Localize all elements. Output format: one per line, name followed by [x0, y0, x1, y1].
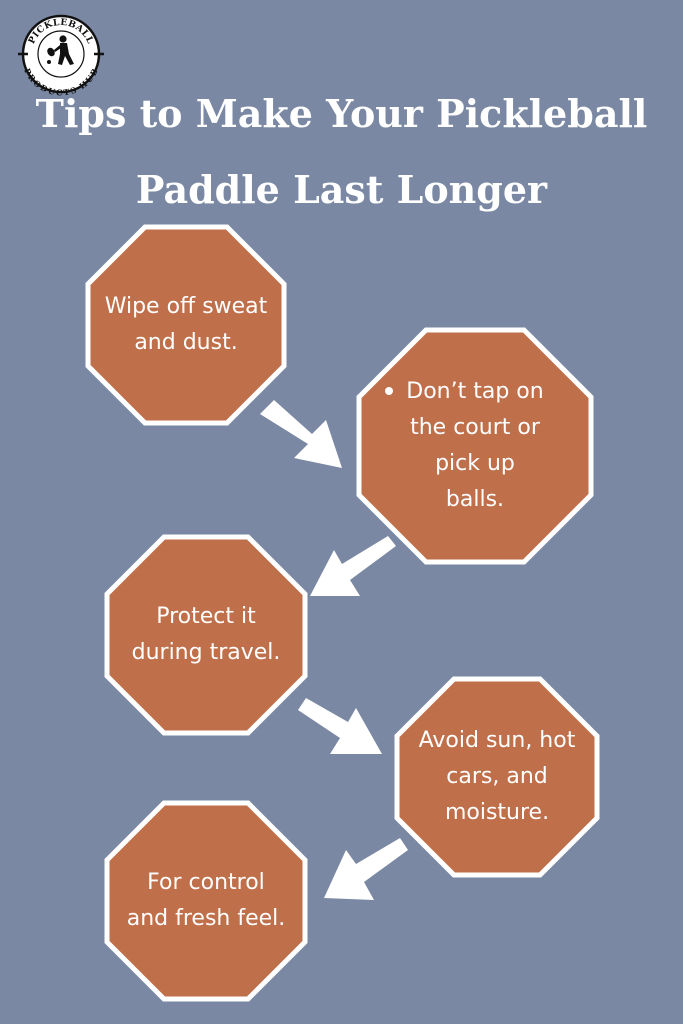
pickleball-products-hub-logo: PICKLEBALL PRODUCTS HUB [14, 10, 108, 98]
bullet-point [385, 387, 393, 395]
tip-octagon-5: For control and fresh feel. [104, 800, 308, 1002]
arrow-left-down-icon [310, 536, 396, 596]
tip-octagon-3: Protect it during travel. [104, 534, 308, 736]
arrow-right-down-icon [298, 698, 382, 754]
pickleball-player-icon [47, 35, 74, 65]
tip-text-3: Protect it during travel. [131, 604, 281, 665]
arrow-right-down-icon [260, 400, 342, 468]
tip-text-5: For control and fresh feel. [126, 870, 286, 931]
tip-octagon-1: Wipe off sweat and dust. [85, 224, 287, 426]
tip-octagon-4: Avoid sun, hot cars, and moisture. [394, 676, 600, 878]
tip-text-4: Avoid sun, hot cars, and moisture. [418, 728, 576, 825]
arrow-left-down-icon [324, 838, 408, 900]
tip-text-2: Don’t tap on the court or pick up balls. [356, 327, 594, 565]
tip-text-1: Wipe off sweat and dust. [104, 294, 268, 355]
title-line-2: Paddle Last Longer [135, 167, 548, 212]
tip-octagon-2: Don’t tap on the court or pick up balls. [356, 327, 594, 565]
title-line-1: Tips to Make Your Pickleball [35, 91, 648, 136]
page-title: Tips to Make Your Pickleball Paddle Last… [0, 92, 683, 212]
